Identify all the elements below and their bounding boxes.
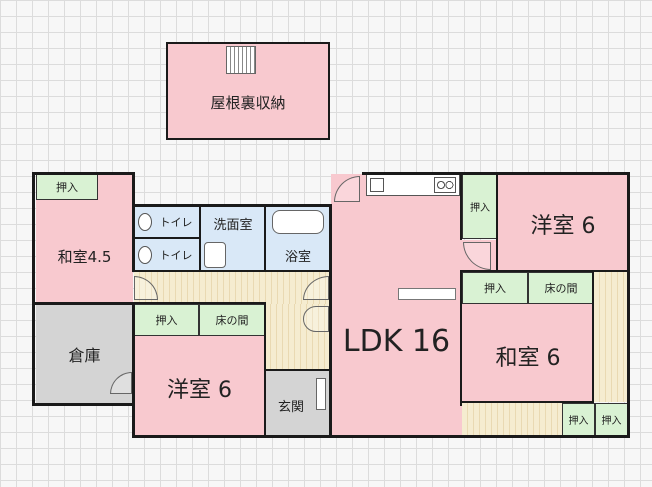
sink-icon <box>370 178 384 192</box>
wall-wet-bottom <box>132 270 332 272</box>
closet-oshiire-d-label: 押入 <box>484 282 506 295</box>
wall-outer-bottom-storage <box>32 403 134 406</box>
wall-washitsu-right-bottom <box>460 401 594 403</box>
attic-ladder-icon <box>226 46 256 74</box>
wall-washitsu-right-side <box>132 172 135 270</box>
room-washitsu-right-label: 和室 6 <box>495 346 561 371</box>
toilet-1-icon <box>138 213 152 231</box>
room-bath-label: 浴室 <box>284 249 311 265</box>
wall-ldk-right-upper <box>460 174 462 240</box>
tokonoma-a <box>199 304 265 336</box>
room-entrance-label: 玄関 <box>277 399 304 415</box>
wall-outer-top-left <box>32 172 134 175</box>
room-ldk <box>331 174 462 436</box>
closet-oshiire-f-label: 押入 <box>601 416 622 427</box>
wall-outer-top-mid <box>132 204 332 207</box>
wall-toilet-washroom <box>199 204 201 272</box>
closet-oshiire-b-label: 押入 <box>155 314 178 327</box>
engawa-bottom <box>462 403 562 436</box>
wall-ldk-left <box>329 204 332 438</box>
attic-label: 屋根裏収納 <box>210 93 286 112</box>
closet-oshiire-e-label: 押入 <box>568 416 589 427</box>
wall-youshitsu-left-top <box>132 302 266 304</box>
toilet-2-icon <box>138 246 152 264</box>
attic-storage: 屋根裏収納 <box>166 42 330 140</box>
room-washitsu-small-label: 和室4.5 <box>57 247 112 266</box>
closet-oshiire-d <box>462 272 528 304</box>
tokonoma-b-label: 床の間 <box>544 282 578 295</box>
room-storage-label: 倉庫 <box>68 346 101 365</box>
wall-closet-c-right <box>496 174 498 272</box>
wall-washitsu-bottom <box>32 302 134 305</box>
room-youshitsu-right <box>498 174 628 272</box>
room-youshitsu-left <box>134 336 265 436</box>
stove-icon <box>434 177 456 193</box>
wall-outer-top-ldk <box>362 172 630 175</box>
bathtub-icon <box>272 210 324 234</box>
tokonoma-a-label: 床の間 <box>215 314 249 327</box>
wall-outer-right <box>627 172 630 438</box>
room-toilet-2-label: トイレ <box>159 249 193 262</box>
wall-toilet-divider <box>134 237 200 239</box>
wall-storage-right <box>132 304 135 438</box>
room-toilet-1-label: トイレ <box>159 216 193 229</box>
wall-youshitsu-right-bottom <box>460 270 630 272</box>
wall-outer-bottom <box>132 435 630 438</box>
corridor-upper <box>134 272 330 304</box>
closet-oshiire-c-label: 押入 <box>470 203 490 214</box>
door-youshitsu-left <box>303 306 329 332</box>
room-washroom-label: 洗面室 <box>213 217 253 233</box>
room-washitsu-right <box>462 304 594 402</box>
room-youshitsu-right-label: 洋室 6 <box>530 214 596 239</box>
wall-outer-left <box>32 172 35 406</box>
closet-oshiire-f <box>595 403 628 436</box>
room-ldk-label: LDK 16 <box>342 323 451 359</box>
closet-oshiire-a-label: 押入 <box>56 181 78 194</box>
wall-ldk-right-lower <box>460 270 462 406</box>
closet-oshiire-b <box>134 304 199 336</box>
engawa-right <box>594 272 628 402</box>
shoe-cabinet <box>316 378 326 410</box>
wall-entrance-top <box>264 369 332 371</box>
room-youshitsu-left-label: 洋室 6 <box>167 378 232 403</box>
washbasin-icon <box>204 242 226 268</box>
door-washitsu-small <box>134 276 158 300</box>
island-counter <box>398 288 456 300</box>
wall-washroom-bath <box>264 204 266 272</box>
wall-washitsu-right-right <box>592 272 594 403</box>
